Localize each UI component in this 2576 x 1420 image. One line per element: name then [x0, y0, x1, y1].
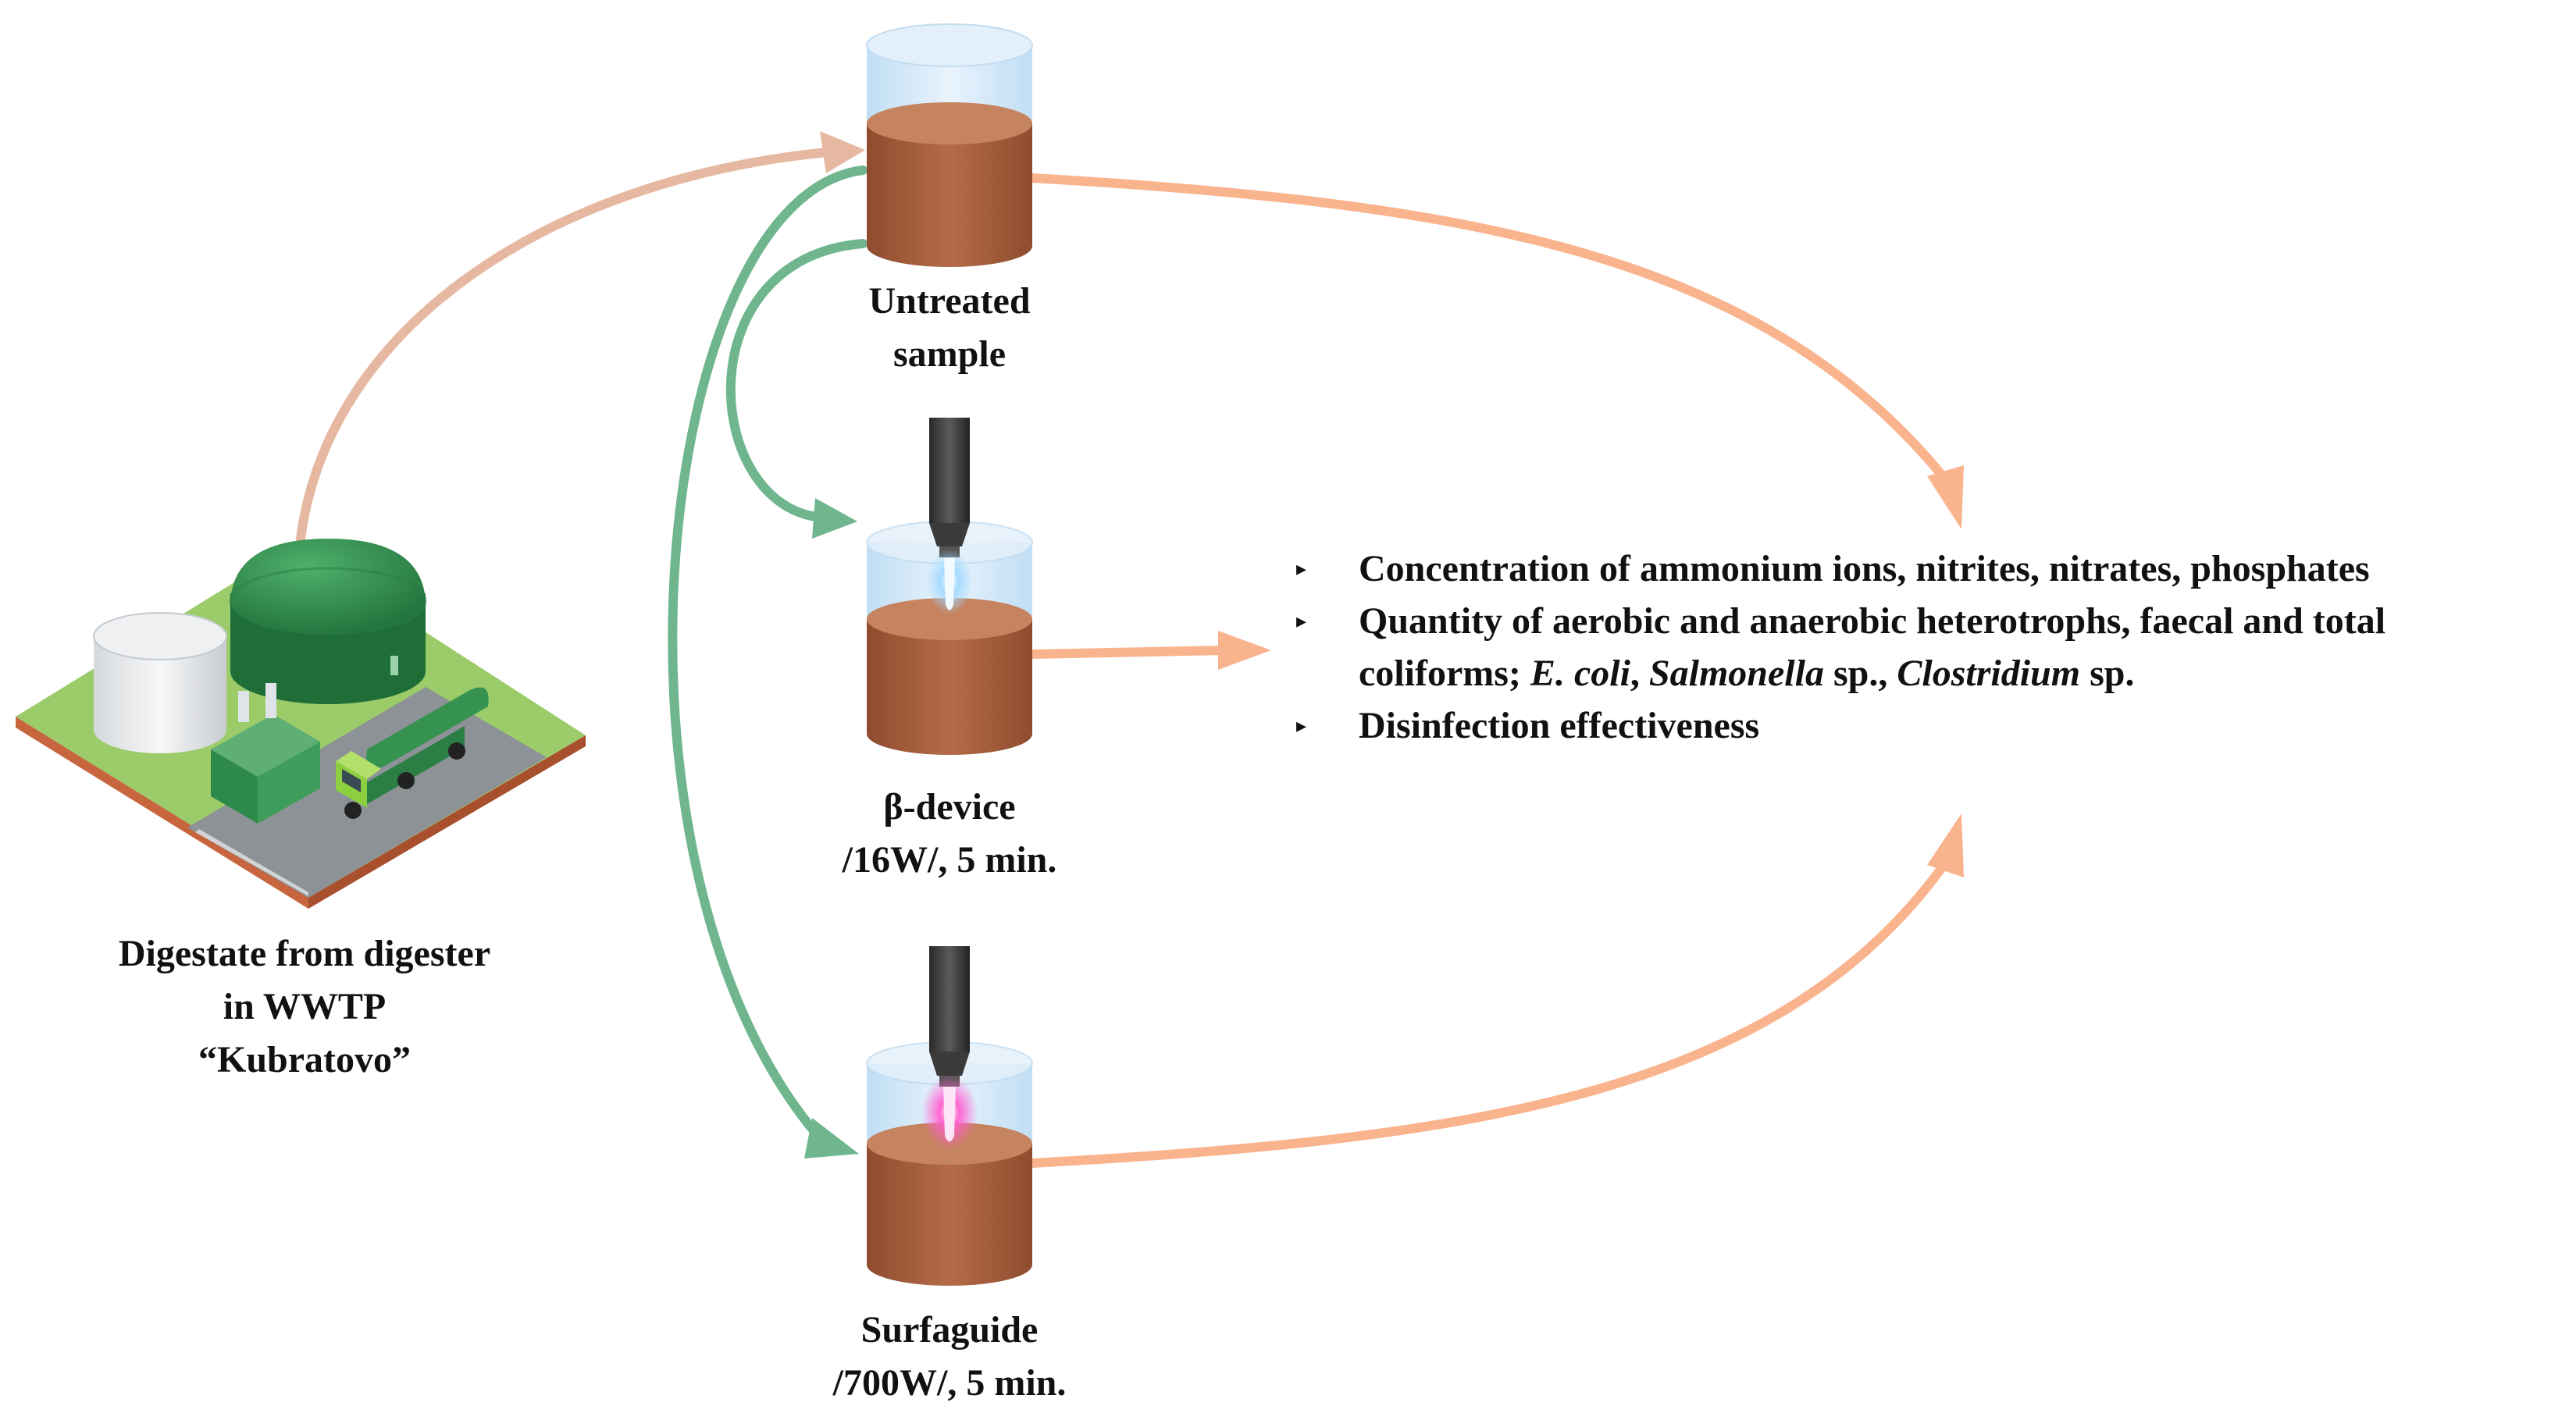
analysis-text: Concentration of ammonium ions, nitrites… [1359, 548, 2370, 589]
arrow-untreated-to-surfaguide [668, 165, 868, 1158]
analysis-text: sp. [2080, 653, 2135, 694]
bullet-marker: ▸ [1296, 610, 1307, 632]
organism-name: E. coli [1530, 653, 1630, 694]
organism-name: Clostridium [1897, 653, 2081, 694]
storage-tank [93, 612, 227, 753]
beta-device-label-line: β-device [883, 786, 1016, 827]
analysis-item-line: coliforms; E. coli, Salmonella sp., Clos… [1359, 647, 2569, 699]
arrow-beta-to-analyses [1028, 631, 1271, 670]
arrow-surfaguide-to-analyses [1028, 813, 1964, 1168]
untreated-label-line: sample [893, 333, 1006, 375]
analysis-text: , [1630, 653, 1649, 694]
surfaguide-beaker [866, 946, 1033, 1286]
arrow-untreated-to-beta [725, 239, 868, 539]
analysis-text: coliforms; [1359, 653, 1530, 694]
untreated-sample-beaker [866, 23, 1033, 267]
analysis-text: sp., [1823, 653, 1897, 694]
source-label: Digestate from digester in WWTP “Kubratovo… [31, 927, 578, 1087]
analysis-text: Quantity of aerobic and anaerobic hetero… [1359, 600, 2386, 642]
surfaguide-label: Surfaguide/700W/, 5 min. [793, 1304, 1106, 1410]
analysis-item: ▸ Disinfection effectiveness [1296, 699, 2569, 752]
source-label-line: Digestate from digester [118, 933, 491, 974]
cogeneration-unit [211, 683, 320, 824]
analysis-item-line: Quantity of aerobic and anaerobic hetero… [1359, 595, 2569, 647]
surfaguide-probe [921, 946, 978, 1150]
analysis-item-line: Disinfection effectiveness [1359, 699, 2569, 752]
digester-dome [229, 539, 427, 704]
arrow-source-to-untreated [296, 131, 865, 543]
analysis-item-line: Concentration of ammonium ions, nitrites… [1359, 543, 2569, 595]
source-label-line: “Kubratovo” [198, 1039, 411, 1080]
beta-device-label: β-device/16W/, 5 min. [793, 781, 1106, 887]
beta-device-label-line: /16W/, 5 min. [842, 839, 1057, 881]
source-label-line: in WWTP [223, 986, 387, 1027]
organism-name: Salmonella [1648, 653, 1824, 694]
analysis-item: ▸ Concentration of ammonium ions, nitrite… [1296, 543, 2569, 595]
analysis-list: ▸ Concentration of ammonium ions, nitrite… [1296, 543, 2569, 752]
beta-device-probe [926, 418, 973, 614]
bullet-marker: ▸ [1296, 714, 1307, 737]
surfaguide-label-line: /700W/, 5 min. [832, 1362, 1067, 1404]
tanker-truck [336, 687, 489, 819]
arrow-untreated-to-analyses [1028, 173, 1964, 529]
bullet-marker: ▸ [1296, 557, 1307, 580]
untreated-sample-label: Untreated sample [793, 275, 1106, 381]
digester-plant-illustration [16, 539, 586, 909]
untreated-label-line: Untreated [868, 280, 1031, 322]
analysis-item: ▸ Quantity of aerobic and anaerobic heter… [1296, 595, 2569, 699]
surfaguide-label-line: Surfaguide [860, 1309, 1039, 1351]
analysis-text: Disinfection effectiveness [1359, 705, 1760, 746]
beta-device-beaker [866, 418, 1033, 755]
